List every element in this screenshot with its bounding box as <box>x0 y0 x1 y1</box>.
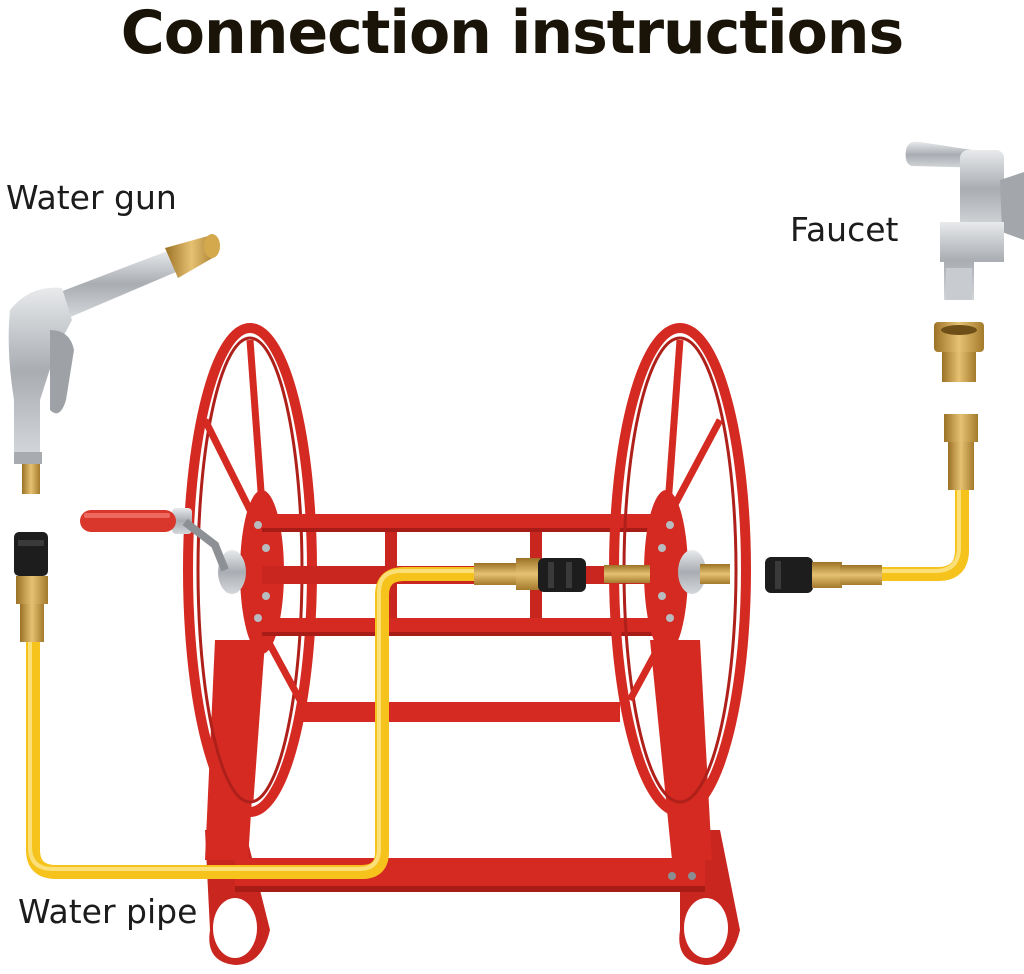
page-title: Connection instructions <box>120 0 904 68</box>
faucet-label: Faucet <box>790 210 899 249</box>
water-gun-label: Water gun <box>6 178 177 217</box>
reel-inlet-connector <box>474 558 650 592</box>
faucet-icon <box>905 141 1024 300</box>
water-pipe <box>26 567 478 879</box>
quick-connector-icon <box>14 532 48 642</box>
reel-outlet-connector <box>700 557 882 593</box>
faucet-hose <box>877 485 969 581</box>
brass-adapter-icon <box>934 322 984 490</box>
reel-base <box>205 640 740 965</box>
water-gun-icon <box>8 234 220 494</box>
crank-handle-icon <box>80 508 229 572</box>
hose-reel-icon <box>183 323 751 965</box>
water-pipe-label: Water pipe <box>18 892 198 931</box>
